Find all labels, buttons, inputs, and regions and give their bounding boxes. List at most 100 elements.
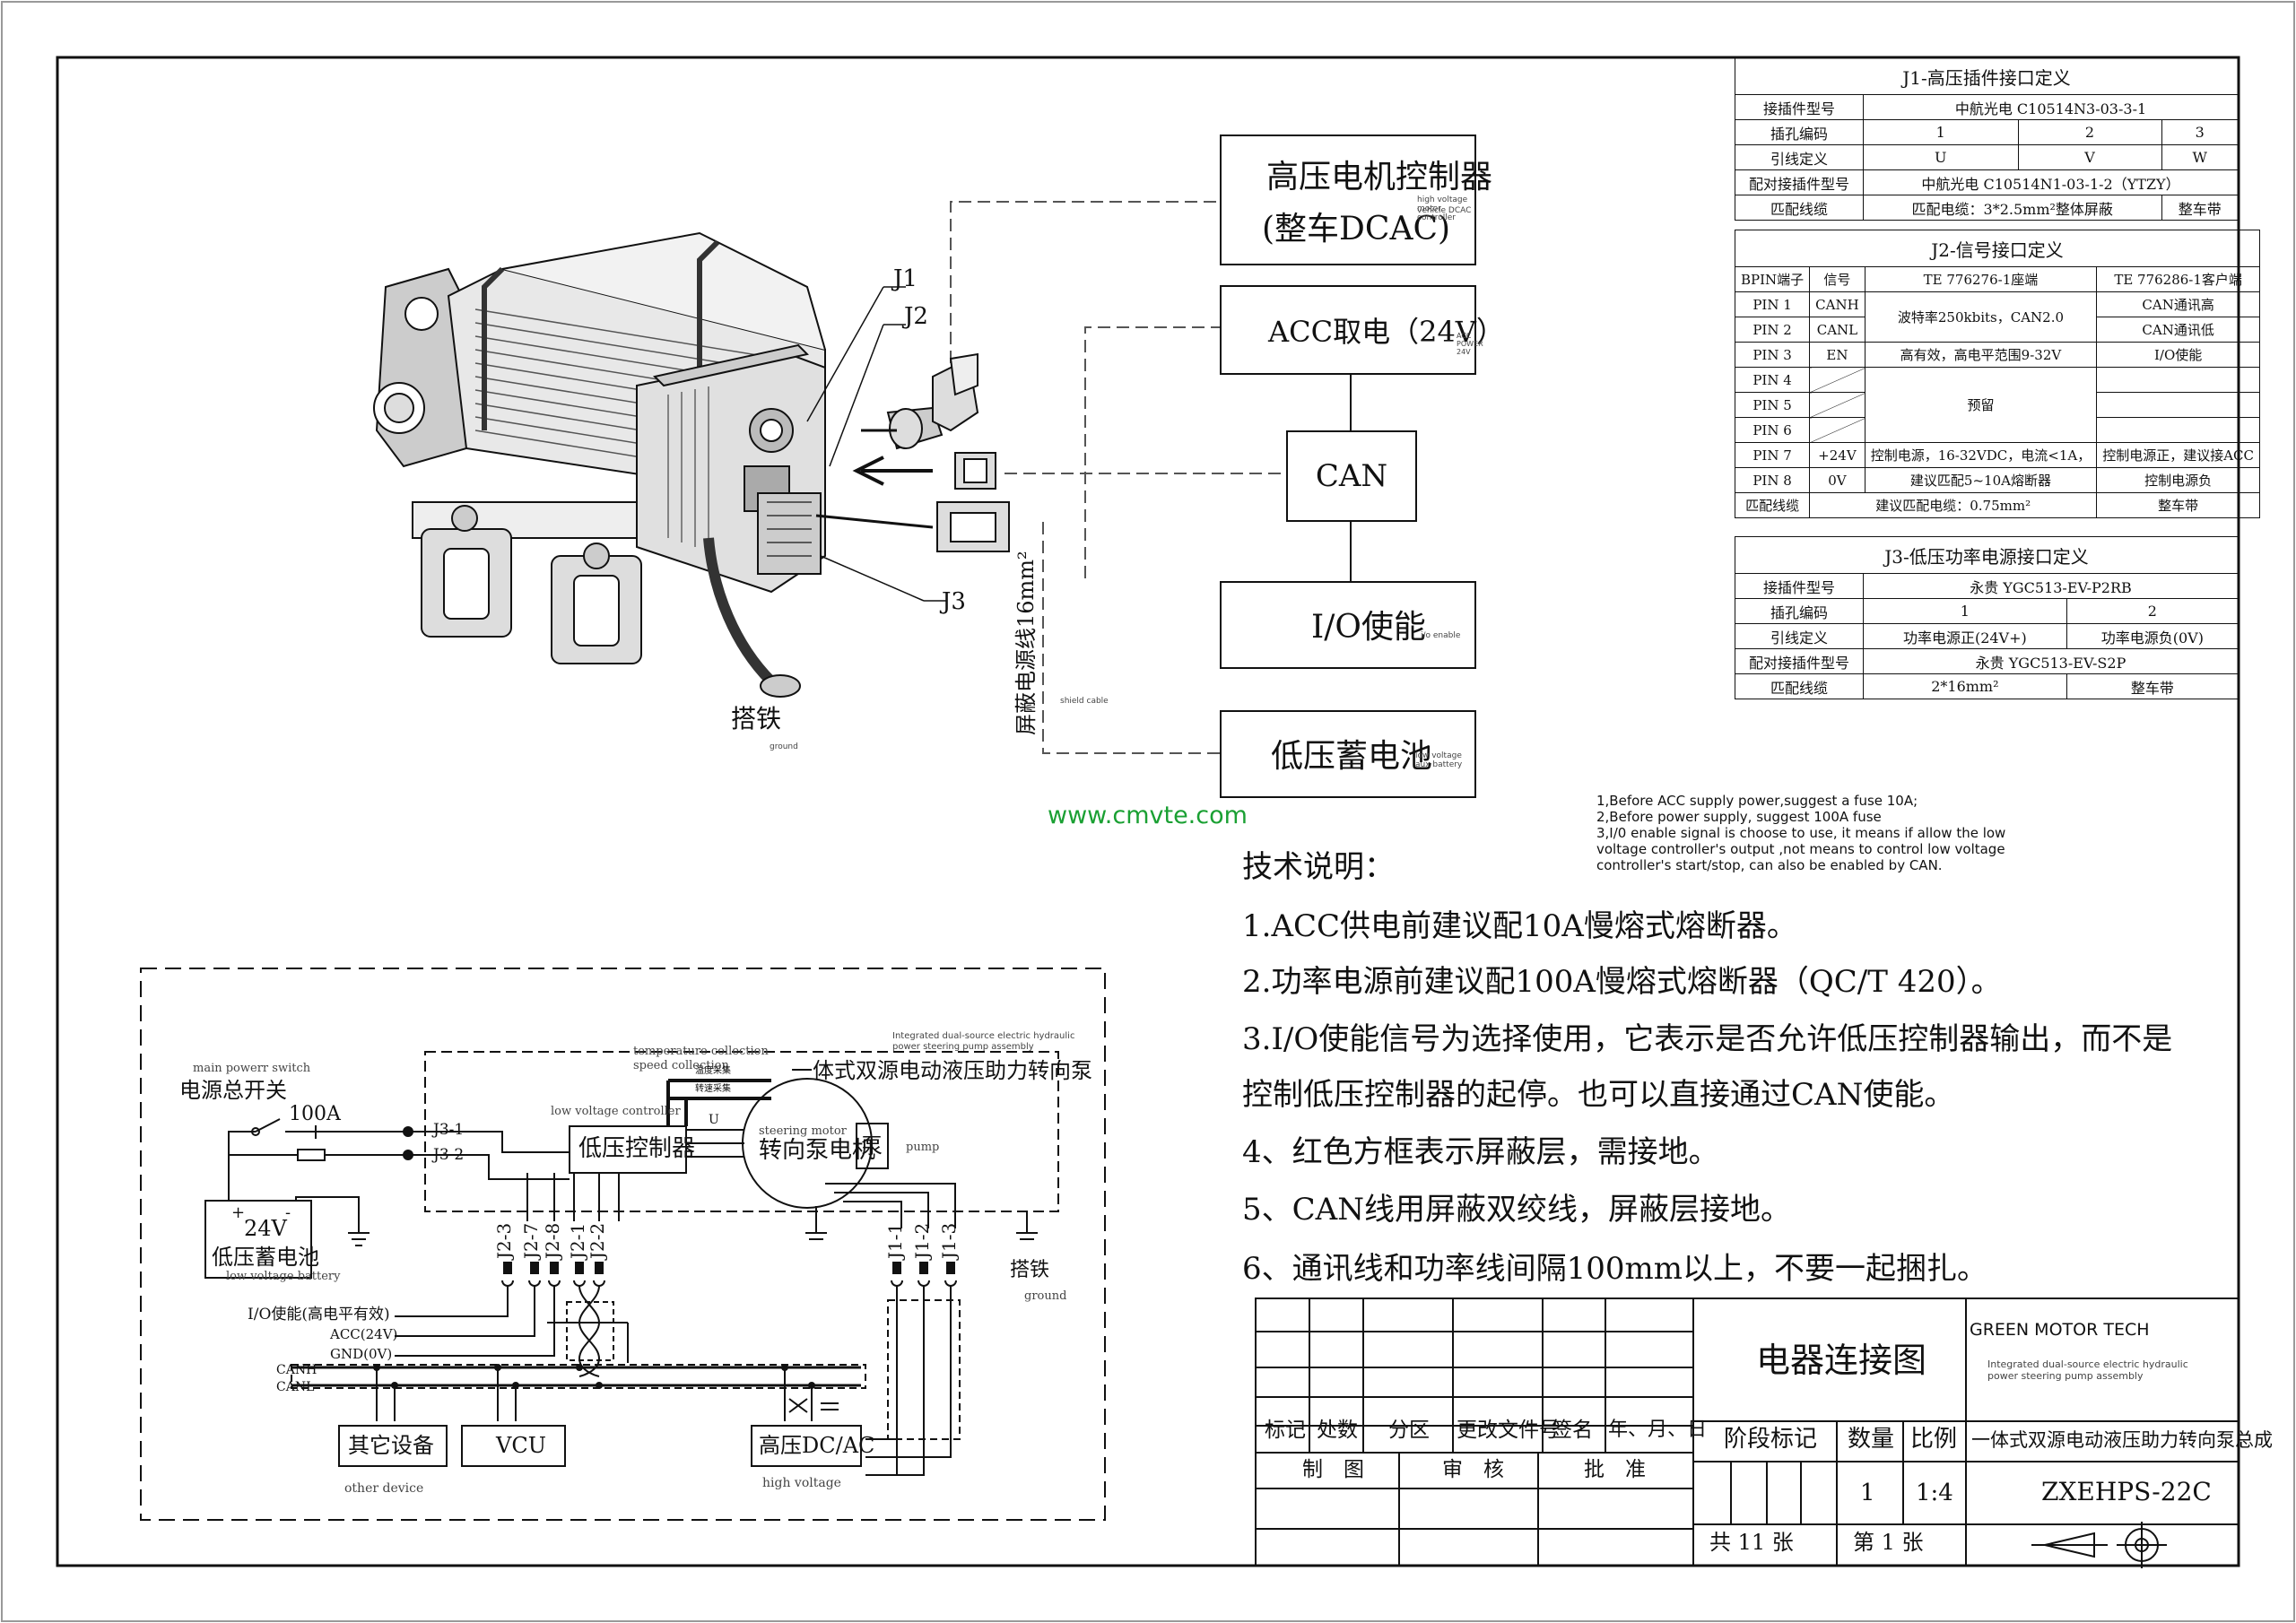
j2-cl3: I/O使能 bbox=[2096, 342, 2261, 368]
j1-table: J1-高压插件接口定义 接插件型号中航光电 C10514N3-03-3-1 插孔… bbox=[1735, 57, 2239, 221]
j1-k2: 引线定义 bbox=[1735, 144, 1864, 170]
can-label: CAN bbox=[1315, 458, 1388, 494]
j3-k1: 插孔编码 bbox=[1735, 598, 1864, 624]
scale-label: 比例 bbox=[1910, 1426, 1958, 1453]
j2-cl2: CAN通讯低 bbox=[2096, 317, 2261, 343]
j2-reserved: 预留 bbox=[1864, 367, 2098, 443]
j3-table: J3-低压功率电源接口定义 接插件型号永贵 YGC513-EV-P2RB 插孔编… bbox=[1735, 536, 2239, 699]
integrated-cn: 一体式双源电动液压助力转向泵 bbox=[791, 1058, 1092, 1083]
j1-v2c: W bbox=[2161, 144, 2239, 170]
j2-pin2: PIN 2 bbox=[1734, 317, 1811, 343]
j2-h3: TE 776286-1客户端 bbox=[2096, 266, 2261, 292]
speed-en: speed collection bbox=[633, 1059, 729, 1072]
j3-k4: 匹配线缆 bbox=[1735, 673, 1864, 699]
j1-pin-label: J1-1 bbox=[884, 1222, 906, 1259]
j3-k3: 配对接插件型号 bbox=[1735, 648, 1864, 674]
pump-assembly-illustration bbox=[373, 231, 1010, 698]
j2-pin-label: J2-3 bbox=[493, 1222, 515, 1259]
hv-en: high voltage bbox=[762, 1476, 841, 1490]
j3-v1b: 2 bbox=[2066, 598, 2239, 624]
j2-pin3: PIN 3 bbox=[1734, 342, 1811, 368]
english-note: voltage controller's output ,not means t… bbox=[1596, 841, 2005, 857]
total-sheets: 共 11 张 bbox=[1709, 1530, 1794, 1555]
lv-battery-label: 低压蓄电池 bbox=[1271, 738, 1433, 775]
gnd-wire-label: GND(0V) bbox=[330, 1346, 393, 1362]
j2-pin6: PIN 6 bbox=[1734, 417, 1811, 443]
io-enable-wire-label: I/O使能(高电平有效) bbox=[248, 1306, 390, 1324]
tb-header: 标记 bbox=[1265, 1419, 1306, 1442]
site-url: www.cmvte.com bbox=[1048, 802, 1248, 829]
tb-header: 签名 bbox=[1552, 1419, 1593, 1442]
drawing-name: 电器连接图 bbox=[1756, 1341, 1927, 1380]
tb-header: 年、月、日 bbox=[1608, 1419, 1708, 1441]
j3-v4b: 整车带 bbox=[2066, 673, 2239, 699]
j3-label: J3 bbox=[942, 588, 966, 615]
battery-label: 低压蓄电池 bbox=[212, 1245, 319, 1270]
j3-title: J3-低压功率电源接口定义 bbox=[1735, 536, 2239, 574]
ground-label: 搭铁 bbox=[731, 704, 782, 733]
company-sub-2: power steering pump assembly bbox=[1987, 1370, 2144, 1382]
j2-pin-label: J2-2 bbox=[587, 1222, 608, 1259]
battery-voltage: 24V bbox=[244, 1216, 287, 1241]
j2-pin-label: J2-8 bbox=[542, 1222, 563, 1259]
j2-h2: TE 776276-1座端 bbox=[1864, 266, 2098, 292]
hv-controller-label-2: (整车DCAC) bbox=[1262, 211, 1451, 247]
tb-header: 更改文件号 bbox=[1457, 1419, 1560, 1442]
j1-v3: 中航光电 C10514N1-03-1-2（YTZY） bbox=[1863, 169, 2239, 195]
company-name: GREEN MOTOR TECH bbox=[1970, 1320, 2150, 1340]
shield-cable-sub: shield cable bbox=[1060, 697, 1109, 706]
sheet-number: 第 1 张 bbox=[1853, 1530, 1924, 1555]
title-block-grid bbox=[1255, 1298, 2239, 1568]
temp-cn: 温度采集 bbox=[695, 1066, 731, 1076]
main-switch-en: main powerr switch bbox=[193, 1062, 311, 1075]
j2-cl8: 控制电源负 bbox=[2096, 467, 2261, 493]
j1-title: J1-高压插件接口定义 bbox=[1735, 57, 2239, 95]
j2-title: J2-信号接口定义 bbox=[1734, 230, 2261, 267]
j2-pin-label: J2-7 bbox=[520, 1222, 542, 1259]
canl-label: CANL bbox=[276, 1380, 315, 1394]
english-note: 2,Before power supply, suggest 100A fuse bbox=[1596, 809, 1882, 825]
temp-en: temperature collection bbox=[633, 1045, 769, 1058]
j3-v4a: 2*16mm² bbox=[1863, 673, 2067, 699]
can-box: CAN bbox=[1286, 430, 1417, 522]
tech-note-4: 4、红色方框表示屏蔽层，需接地。 bbox=[1242, 1134, 1719, 1170]
j3-v1a: 1 bbox=[1863, 598, 2067, 624]
j2-desc3: 高有效，高电平范围9-32V bbox=[1864, 342, 2098, 368]
j2-sig6 bbox=[1809, 417, 1866, 443]
j2-cable: 建议匹配电缆：0.75mm² bbox=[1809, 492, 2098, 518]
j2-sig3: EN bbox=[1809, 342, 1866, 368]
j2-cl5 bbox=[2096, 392, 2261, 418]
schematic-ground: 搭铁 bbox=[1010, 1259, 1050, 1281]
lv-ctrl-en: low voltage controller bbox=[551, 1105, 681, 1118]
j3-2-label: J3-2 bbox=[433, 1146, 465, 1164]
quantity-value: 1 bbox=[1860, 1480, 1875, 1506]
j1-k4: 匹配线缆 bbox=[1735, 195, 1864, 221]
tech-notes-title: 技术说明： bbox=[1242, 849, 1395, 885]
j1-v4b: 整车带 bbox=[2161, 195, 2239, 221]
tb-header: 分区 bbox=[1388, 1419, 1430, 1442]
j1-k1: 插孔编码 bbox=[1735, 119, 1864, 145]
j2-pin-label: J2-1 bbox=[567, 1222, 588, 1259]
j3-v0: 永贵 YGC513-EV-P2RB bbox=[1863, 573, 2239, 599]
acc-wire-label: ACC(24V) bbox=[330, 1326, 398, 1342]
j3-v2b: 功率电源负(0V) bbox=[2066, 623, 2239, 649]
schematic-wiring bbox=[140, 968, 1106, 1521]
hv-dcac-label: 高压DC/AC bbox=[759, 1433, 875, 1458]
drawing-number: ZXEHPS-22C bbox=[2041, 1477, 2212, 1506]
j1-v2a: U bbox=[1863, 144, 2019, 170]
j2-cl7: 控制电源正，建议接ACC bbox=[2096, 442, 2261, 468]
j3-k0: 接插件型号 bbox=[1735, 573, 1864, 599]
j2-cable-client: 整车带 bbox=[2096, 492, 2261, 518]
j3-1-label: J3-1 bbox=[433, 1121, 465, 1139]
hv-controller-box: 高压电机控制器 (整车DCAC) high voltage motor cont… bbox=[1220, 135, 1492, 265]
acc-box: ACC取电（24V） ACC POWER 24V bbox=[1220, 285, 1505, 375]
j2-sig4 bbox=[1809, 367, 1866, 393]
lv-battery-sub: low voltage aux battery bbox=[1415, 751, 1463, 769]
j1-v4a: 匹配电缆：3*2.5mm²整体屏蔽 bbox=[1863, 195, 2162, 221]
j1-k0: 接插件型号 bbox=[1735, 94, 1864, 120]
tb-header: 处数 bbox=[1317, 1419, 1358, 1442]
fuse-label: 100A bbox=[289, 1103, 341, 1125]
canh-label: CANH bbox=[276, 1363, 317, 1377]
